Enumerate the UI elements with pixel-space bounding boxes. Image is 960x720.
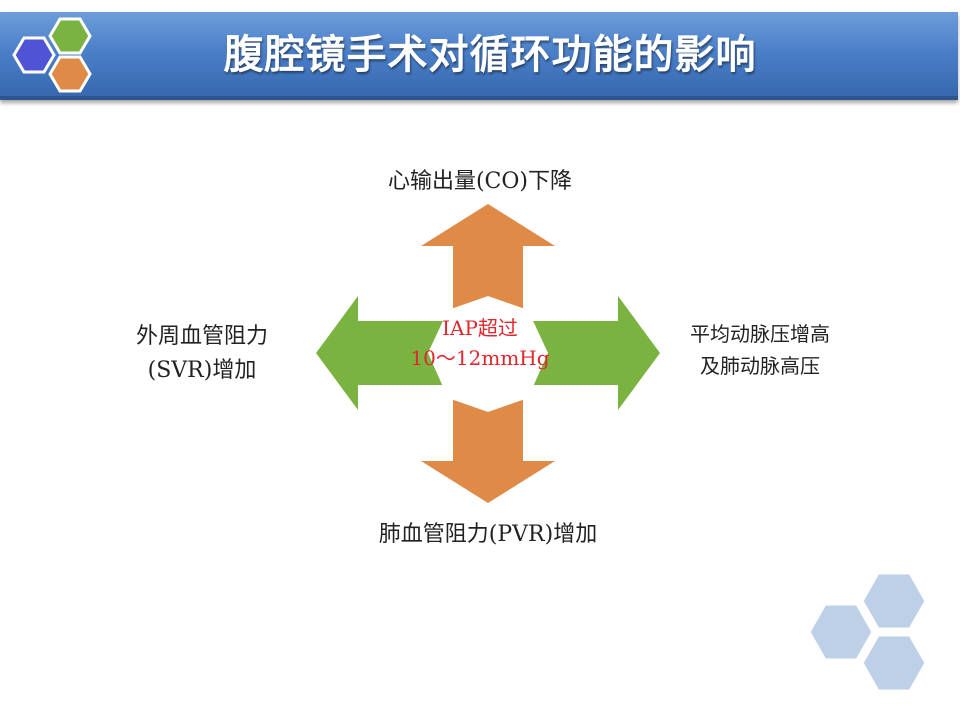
label-left: 外周血管阻力 (SVR)增加 <box>112 320 292 388</box>
label-right-line2: 及肺动脉高压 <box>700 354 820 378</box>
label-left-line2: (SVR)增加 <box>147 358 257 383</box>
decorative-hexagons-icon <box>807 571 928 693</box>
logo-hex-blue <box>12 36 56 74</box>
center-label: IAP超过 10～12mmHg <box>410 313 550 373</box>
deco-hex-top <box>860 571 928 631</box>
label-right: 平均动脉压增高 及肺动脉高压 <box>670 318 850 382</box>
center-octagon <box>428 296 548 412</box>
title-bar: 腹腔镜手术对循环功能的影响 <box>0 12 958 100</box>
logo-hex-orange <box>48 55 92 93</box>
logo-hex-green <box>48 17 92 55</box>
center-label-line1: IAP超过 <box>442 316 518 340</box>
label-top: 心输出量(CO)下降 <box>387 169 573 194</box>
label-right-line1: 平均动脉压增高 <box>690 322 830 346</box>
deco-hex-left <box>807 602 875 662</box>
deco-hex-bottom <box>860 633 928 693</box>
label-left-line1: 外周血管阻力 <box>135 324 268 349</box>
slide-title: 腹腔镜手术对循环功能的影响 <box>223 32 757 78</box>
title-bar-rim <box>0 96 958 100</box>
hexagon-logo-icon <box>12 17 92 93</box>
four-way-arrow-diagram <box>316 204 660 503</box>
center-label-line2: 10～12mmHg <box>410 346 550 370</box>
label-bottom: 肺血管阻力(PVR)增加 <box>378 522 598 547</box>
